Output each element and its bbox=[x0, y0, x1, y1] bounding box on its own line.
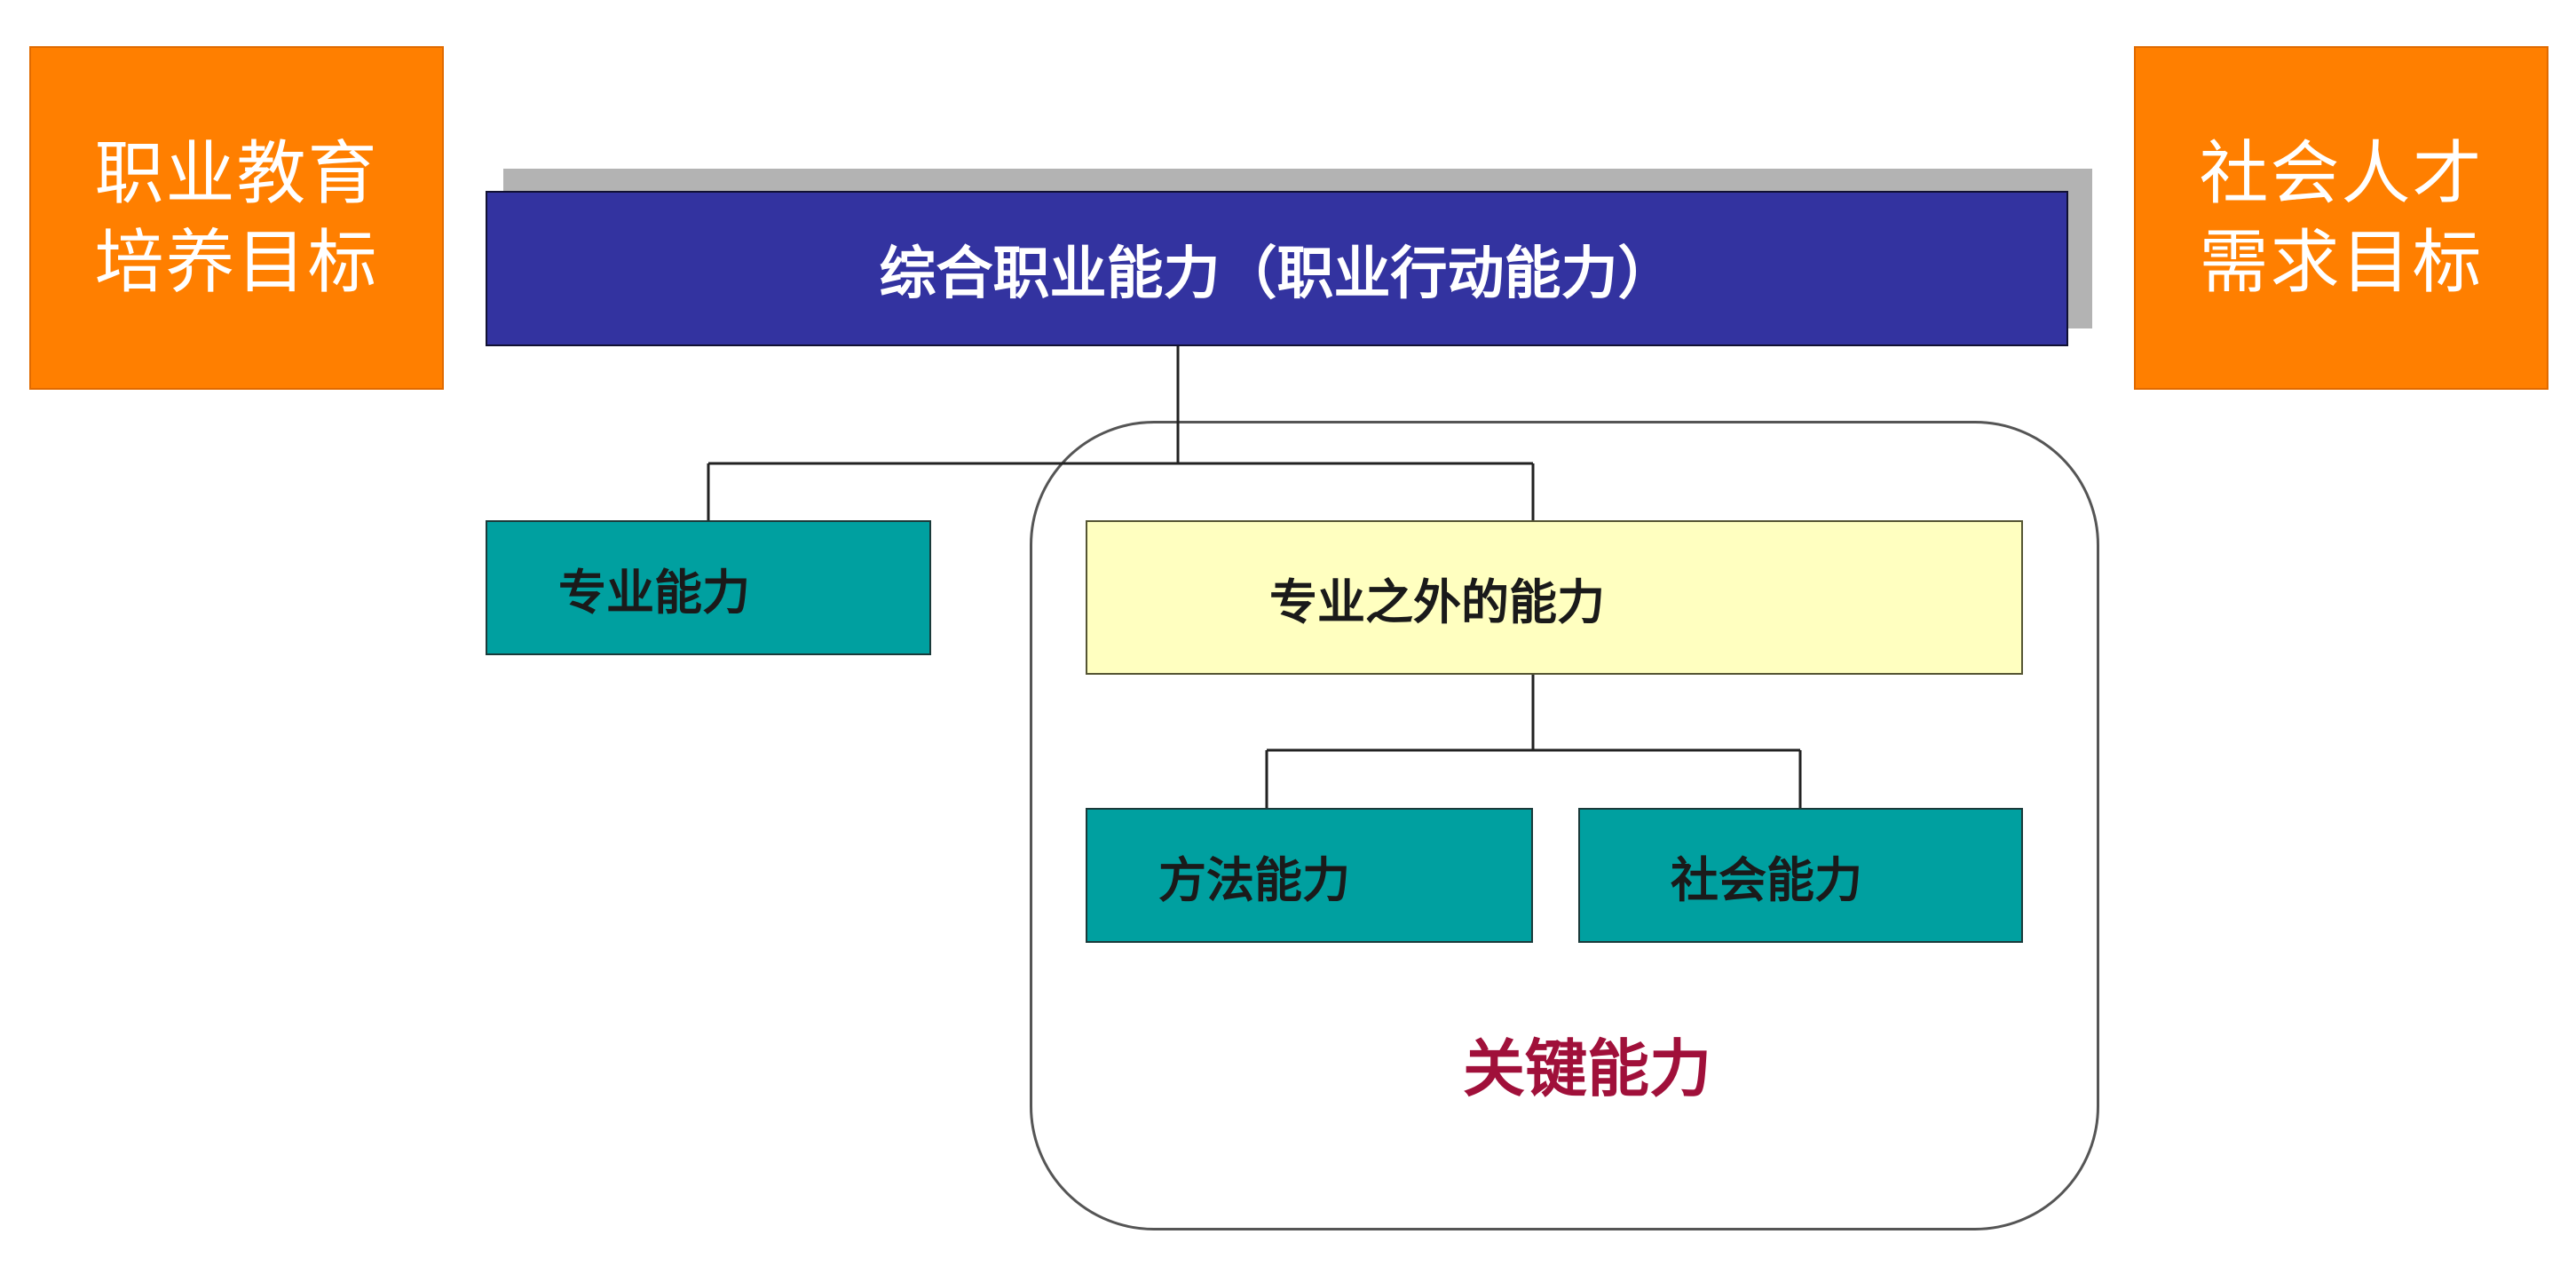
social-ability-label: 社会能力 bbox=[1671, 851, 1862, 908]
banner-label: 综合职业能力（职业行动能力） bbox=[879, 241, 1675, 307]
vocational-education-goal-line1: 职业教育 bbox=[94, 133, 379, 214]
beyond-professional-ability-label: 专业之外的能力 bbox=[1269, 574, 1605, 630]
vocational-education-goal-box: 职业教育 培养目标 bbox=[29, 46, 444, 390]
professional-ability-box: 专业能力 bbox=[486, 520, 931, 655]
vocational-education-goal-line2: 培养目标 bbox=[94, 222, 379, 303]
professional-ability-label: 专业能力 bbox=[558, 564, 750, 621]
method-ability-box: 方法能力 bbox=[1086, 808, 1533, 943]
social-talent-demand-box: 社会人才 需求目标 bbox=[2134, 46, 2548, 390]
social-ability-box: 社会能力 bbox=[1578, 808, 2023, 943]
beyond-professional-ability-box: 专业之外的能力 bbox=[1086, 520, 2023, 675]
social-talent-demand-line2: 需求目标 bbox=[2199, 222, 2484, 303]
method-ability-label: 方法能力 bbox=[1158, 851, 1350, 908]
key-ability-label: 关键能力 bbox=[1463, 1033, 1711, 1105]
comprehensive-vocational-ability-banner: 综合职业能力（职业行动能力） bbox=[486, 191, 2068, 346]
social-talent-demand-line1: 社会人才 bbox=[2199, 133, 2484, 214]
key-ability-group bbox=[1030, 421, 2099, 1230]
